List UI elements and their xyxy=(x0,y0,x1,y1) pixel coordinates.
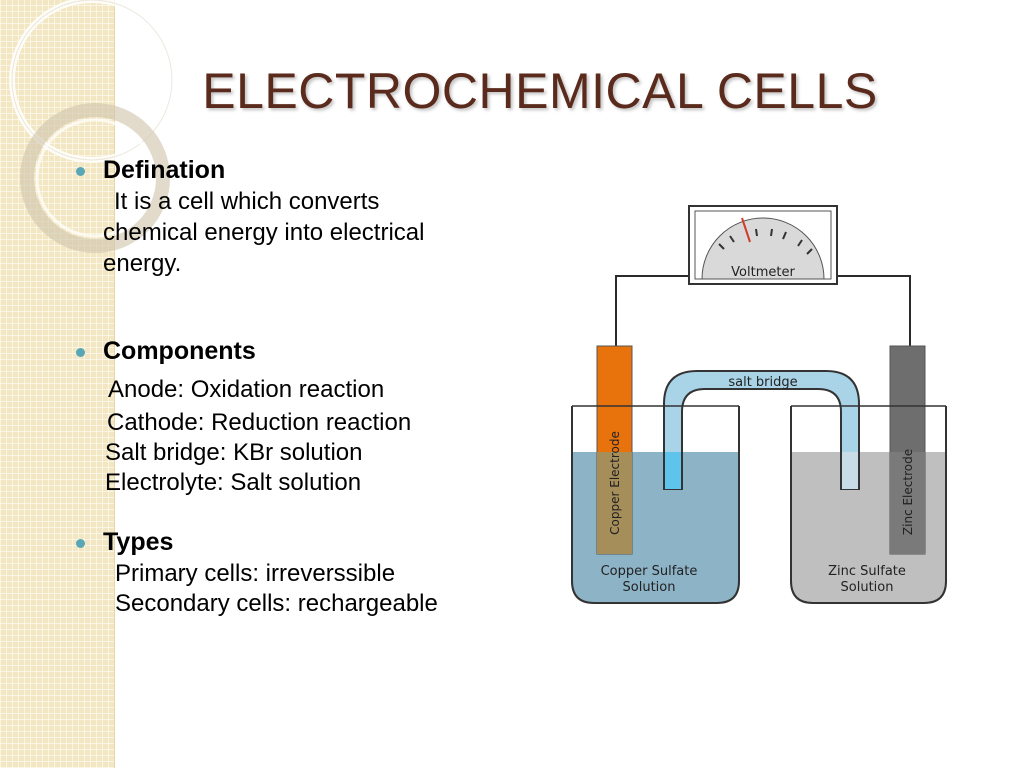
salt-bridge: salt bridge xyxy=(663,370,860,490)
electrochemical-cell-diagram: Voltmeter salt bridge Copper Electrode Z… xyxy=(571,205,947,604)
heading-types: Types xyxy=(103,528,174,556)
zinc-electrode: Zinc Electrode xyxy=(889,345,926,555)
heading-definition: Defination xyxy=(103,156,226,184)
copper-solution-label-2: Solution xyxy=(623,580,676,595)
zinc-solution-label-1: Zinc Sulfate xyxy=(828,564,906,579)
definition-line-1: It is a cell which converts xyxy=(114,188,380,215)
bullet-types xyxy=(76,539,85,548)
component-line-2: Cathode: Reduction reaction xyxy=(107,409,412,436)
wire-right xyxy=(836,275,911,346)
component-line-3: Salt bridge: KBr solution xyxy=(105,439,363,466)
zinc-solution-label-2: Solution xyxy=(841,580,894,595)
component-line-4: Electrolyte: Salt solution xyxy=(105,469,362,496)
bullet-definition xyxy=(76,167,85,176)
voltmeter: Voltmeter xyxy=(688,205,838,285)
bullet-components xyxy=(76,348,85,357)
salt-bridge-label: salt bridge xyxy=(728,375,797,390)
voltmeter-label: Voltmeter xyxy=(731,265,795,280)
decorative-circles xyxy=(9,0,175,253)
page-title: ELECTROCHEMICAL CELLS xyxy=(202,63,878,119)
types-line-2: Secondary cells: rechargeable xyxy=(115,590,438,617)
copper-electrode-label: Copper Electrode xyxy=(608,431,622,535)
voltmeter-needle xyxy=(741,217,751,243)
types-line-1: Primary cells: irreverssible xyxy=(115,560,396,587)
right-beaker xyxy=(790,406,947,604)
definition-line-2: chemical energy into electrical xyxy=(103,219,425,246)
wire-left xyxy=(615,275,692,346)
component-line-1: Anode: Oxidation reaction xyxy=(108,376,385,403)
zinc-electrode-label: Zinc Electrode xyxy=(901,449,915,535)
definition-line-3: energy. xyxy=(103,250,182,277)
left-beaker xyxy=(571,406,740,604)
copper-solution-label-1: Copper Sulfate xyxy=(601,564,698,579)
heading-components: Components xyxy=(103,337,256,365)
copper-electrode: Copper Electrode xyxy=(596,345,633,555)
